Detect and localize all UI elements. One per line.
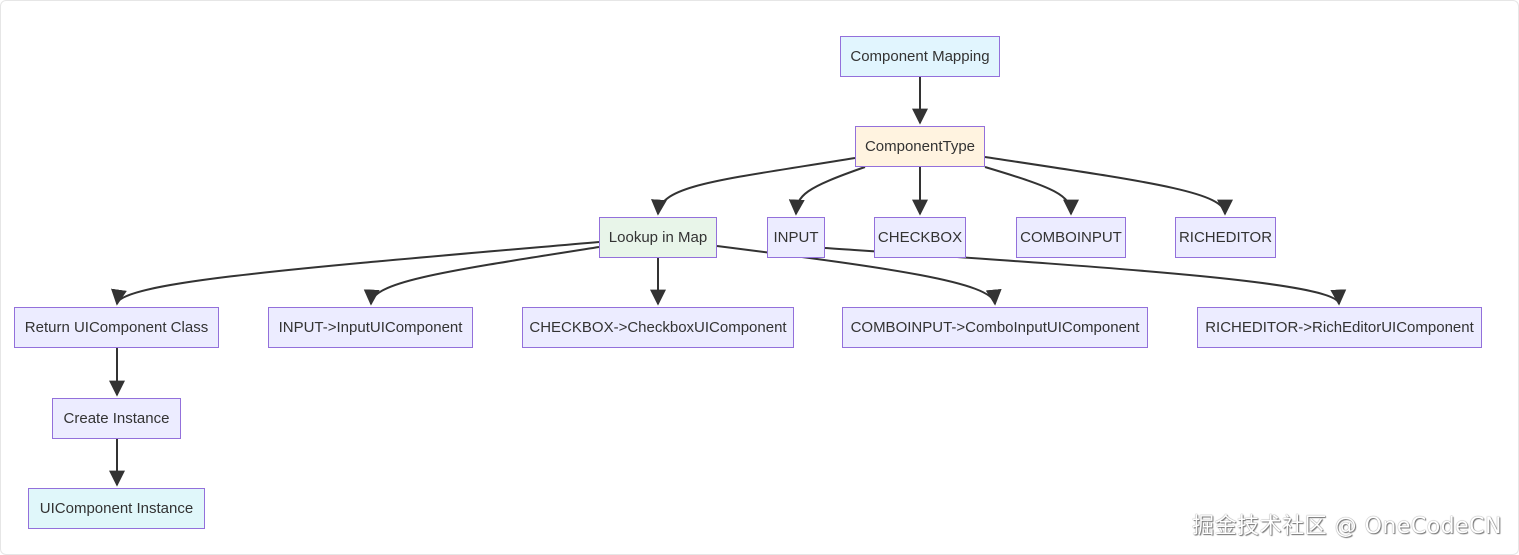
node-comboinput-map: COMBOINPUT->ComboInputUIComponent [842,307,1148,348]
edge-component-type-to-input [788,166,866,216]
edge-component-type-to-comboinput [984,166,1079,216]
node-uicomponent-instance: UIComponent Instance [28,488,205,529]
node-input-map: INPUT->InputUIComponent [268,307,473,348]
node-create-instance: Create Instance [52,398,181,439]
node-component-type: ComponentType [855,126,985,167]
edge-component-type-to-lookup-in-map [651,157,856,216]
node-component-mapping: Component Mapping [840,36,1000,77]
watermark: 掘金技术社区 @ OneCodeCN [1192,514,1502,539]
node-comboinput: COMBOINPUT [1016,217,1126,258]
edge-lookup-in-map-to-return-class [111,241,600,306]
node-checkbox: CHECKBOX [874,217,966,258]
edge-lookup-in-map-to-input-map [363,246,600,306]
edge-component-type-to-richeditor [984,156,1233,216]
node-richeditor: RICHEDITOR [1175,217,1276,258]
node-checkbox-map: CHECKBOX->CheckboxUIComponent [522,307,794,348]
node-return-uicomponent-class: Return UIComponent Class [14,307,219,348]
node-richeditor-map: RICHEDITOR->RichEditorUIComponent [1197,307,1482,348]
node-lookup-in-map: Lookup in Map [599,217,717,258]
node-input: INPUT [767,217,825,258]
